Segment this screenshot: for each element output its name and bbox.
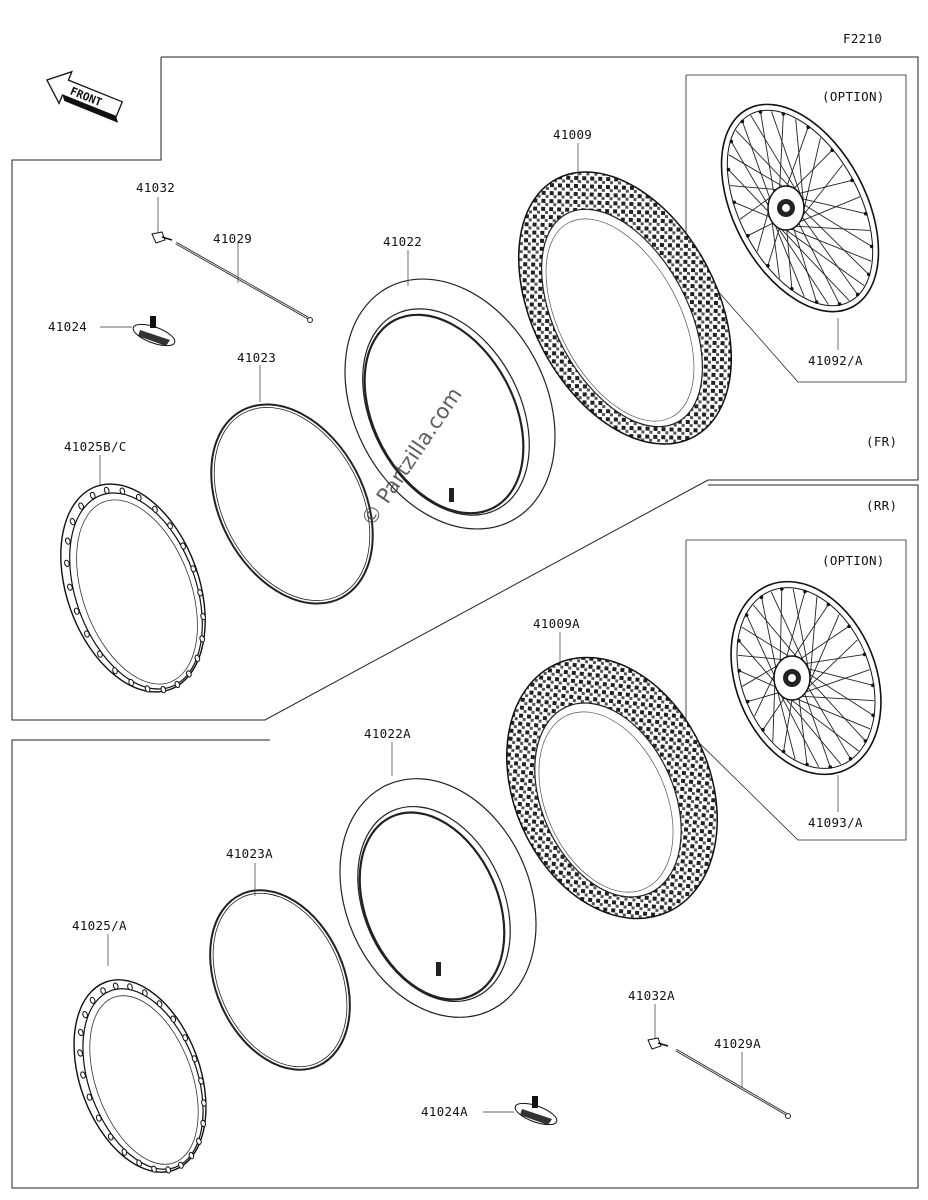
- diagram-code: F2210: [843, 31, 882, 46]
- rear-section-frame: [11, 484, 919, 1189]
- rim-band-front: [210, 403, 374, 605]
- part-label-41092a: 41092/A: [808, 353, 863, 368]
- part-label-41024a: 41024A: [421, 1104, 468, 1119]
- spoke-front: [175, 241, 313, 323]
- rim-lock-front: [132, 316, 176, 347]
- valve-core-rear: [647, 1037, 669, 1050]
- spoke-rear: [675, 1048, 791, 1119]
- part-label-41025a: 41025/A: [72, 918, 127, 933]
- tire-front: [517, 171, 733, 445]
- part-label-41029a: 41029A: [714, 1036, 761, 1051]
- watermark: © Partzilla.com: [356, 383, 467, 531]
- section-label-rear: (RR): [866, 498, 897, 513]
- rear-option-frame: [685, 539, 907, 841]
- rim-lock-rear: [514, 1096, 558, 1126]
- part-label-41032a: 41032A: [628, 988, 675, 1003]
- part-label-41093a: 41093/A: [808, 815, 863, 830]
- inner-tube-front: [344, 278, 556, 530]
- part-label-41022: 41022: [383, 234, 422, 249]
- rim-front: [60, 483, 206, 694]
- valve-core-front: [151, 231, 173, 244]
- part-label-41023: 41023: [237, 350, 276, 365]
- part-label-41009a: 41009A: [533, 616, 580, 631]
- part-label-41032: 41032: [136, 180, 175, 195]
- part-label-41024: 41024: [48, 319, 87, 334]
- part-label-41022a: 41022A: [364, 726, 411, 741]
- option-label-front: (OPTION): [822, 89, 885, 104]
- wheel-front-option: [720, 103, 880, 313]
- wheel-rear-option: [730, 580, 882, 776]
- tire-rear: [506, 656, 718, 920]
- front-option-frame: [685, 74, 907, 383]
- part-label-41025bc: 41025B/C: [64, 439, 127, 454]
- part-label-41023a: 41023A: [226, 846, 273, 861]
- section-label-front: (FR): [866, 434, 897, 449]
- inner-tube-rear: [339, 778, 537, 1018]
- part-label-41009: 41009: [553, 127, 592, 142]
- rim-band-rear: [209, 889, 351, 1071]
- option-label-rear: (OPTION): [822, 553, 885, 568]
- front-section-frame: [11, 56, 919, 721]
- front-arrow-icon: FRONT: [45, 70, 124, 123]
- part-label-41029: 41029: [213, 231, 252, 246]
- rim-rear: [73, 979, 207, 1174]
